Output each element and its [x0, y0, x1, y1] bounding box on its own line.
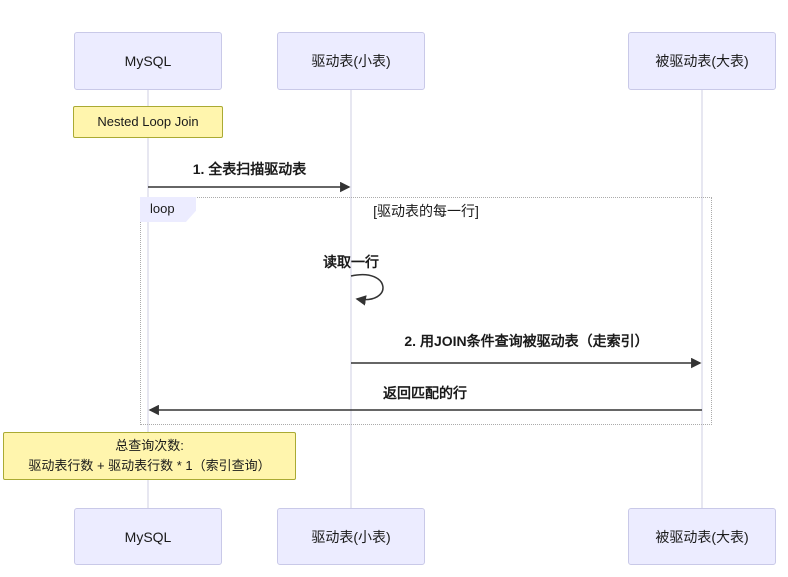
participant-mysql-bottom: MySQL: [74, 508, 222, 565]
message-arrow-self-read-row: [350, 273, 384, 306]
participant-driving-table-top: 驱动表(小表): [277, 32, 425, 90]
note-nested-loop-join: Nested Loop Join: [73, 106, 223, 138]
participant-driven-table-bottom: 被驱动表(大表): [628, 508, 776, 565]
note-line-1: 总查询次数:: [115, 438, 184, 453]
message-label-return-rows: 返回匹配的行: [383, 385, 467, 401]
participant-driving-table-bottom: 驱动表(小表): [277, 508, 425, 565]
note-text: Nested Loop Join: [97, 114, 199, 129]
participant-driven-table-top: 被驱动表(大表): [628, 32, 776, 90]
note-total-queries: 总查询次数: 驱动表行数 + 驱动表行数 * 1（索引查询）: [3, 432, 296, 480]
participant-label: MySQL: [124, 528, 172, 545]
participant-label: 被驱动表(大表): [655, 53, 749, 69]
loop-frame: [140, 197, 712, 425]
participant-label: MySQL: [124, 53, 172, 69]
participant-label: 驱动表(小表): [311, 528, 391, 545]
message-label-join-query: 2. 用JOIN条件查询被驱动表（走索引）: [404, 333, 649, 349]
participant-mysql-top: MySQL: [74, 32, 222, 90]
loop-condition: [驱动表的每一行]: [373, 203, 479, 219]
participant-label: 驱动表(小表): [311, 53, 391, 69]
note-line-2: 驱动表行数 + 驱动表行数 * 1（索引查询）: [28, 458, 271, 473]
loop-label: loop: [140, 197, 196, 222]
message-label-full-scan: 1. 全表扫描驱动表: [192, 161, 307, 177]
message-label-read-row: 读取一行: [323, 254, 379, 270]
participant-label: 被驱动表(大表): [655, 528, 749, 545]
